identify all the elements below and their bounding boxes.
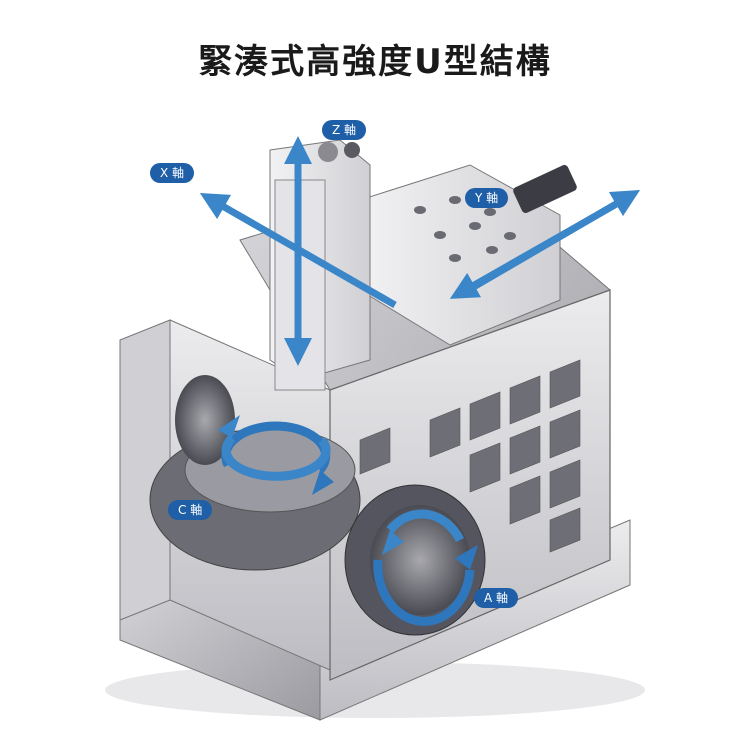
lattice-windows (359, 359, 581, 553)
y-axis-label: Y 軸 (465, 188, 509, 208)
a-axis-label: A 軸 (474, 588, 519, 608)
saddle-holes (414, 196, 516, 262)
c-axis-label: C 軸 (168, 500, 213, 520)
a-axis-disc (370, 505, 470, 615)
y-axis-arrow-back (449, 198, 622, 299)
spindle-cap (318, 142, 338, 162)
page-title: 緊湊式高強度U型結構 (198, 42, 552, 82)
y-axis-motor (513, 164, 577, 214)
c-axis-disc (175, 375, 235, 465)
x-axis-label: X 軸 (150, 163, 195, 183)
x-axis-arrow (199, 193, 397, 309)
z-axis-label: Z 軸 (322, 120, 367, 140)
a-axis-rotation-arrow (373, 559, 475, 626)
spindle-cap-2 (344, 142, 360, 158)
